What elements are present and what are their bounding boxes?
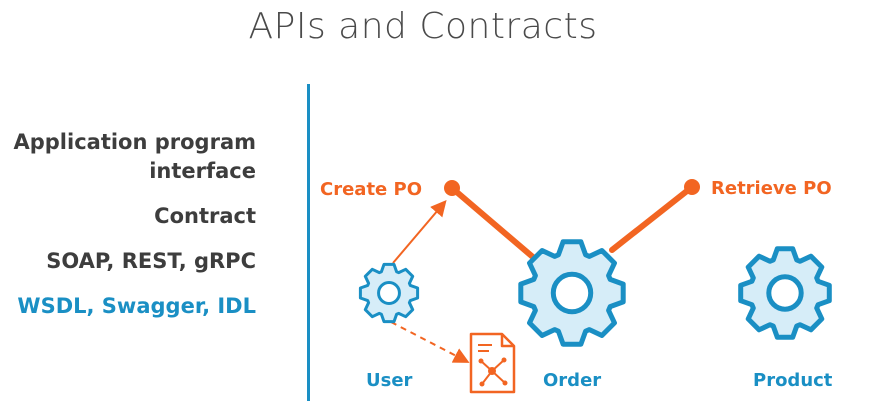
gear-icon (518, 239, 626, 347)
gear-hole (550, 271, 594, 315)
divider-line (307, 84, 310, 401)
retrieve-po-endpoint (684, 179, 700, 195)
product-service-label: Product (753, 370, 833, 391)
retrieve-po-label: Retrieve PO (711, 178, 832, 199)
user-contract-arrow (390, 321, 470, 363)
gear-icon (738, 246, 832, 340)
term-api-line2: interface (149, 159, 256, 183)
page-title: APIs and Contracts (248, 6, 598, 47)
gear-icon (358, 262, 420, 324)
gear-hole (766, 274, 804, 312)
term-protocols: SOAP, REST, gRPC (46, 249, 256, 273)
term-api-line1: Application program (13, 130, 256, 154)
document-network-icon (469, 332, 516, 394)
retrieve-po-connector (609, 184, 695, 253)
user-service-label: User (366, 370, 413, 391)
create-po-label: Create PO (320, 179, 423, 200)
create-po-endpoint (444, 180, 460, 196)
term-contract: Contract (154, 204, 256, 228)
term-specs: WSDL, Swagger, IDL (17, 294, 256, 318)
order-service-label: Order (543, 370, 602, 391)
term-api: Application program interface (0, 128, 256, 186)
create-po-connector (449, 185, 537, 261)
terms-list: Application program interface Contract S… (0, 128, 256, 337)
user-call-arrow (392, 199, 447, 264)
gear-hole (377, 281, 401, 305)
